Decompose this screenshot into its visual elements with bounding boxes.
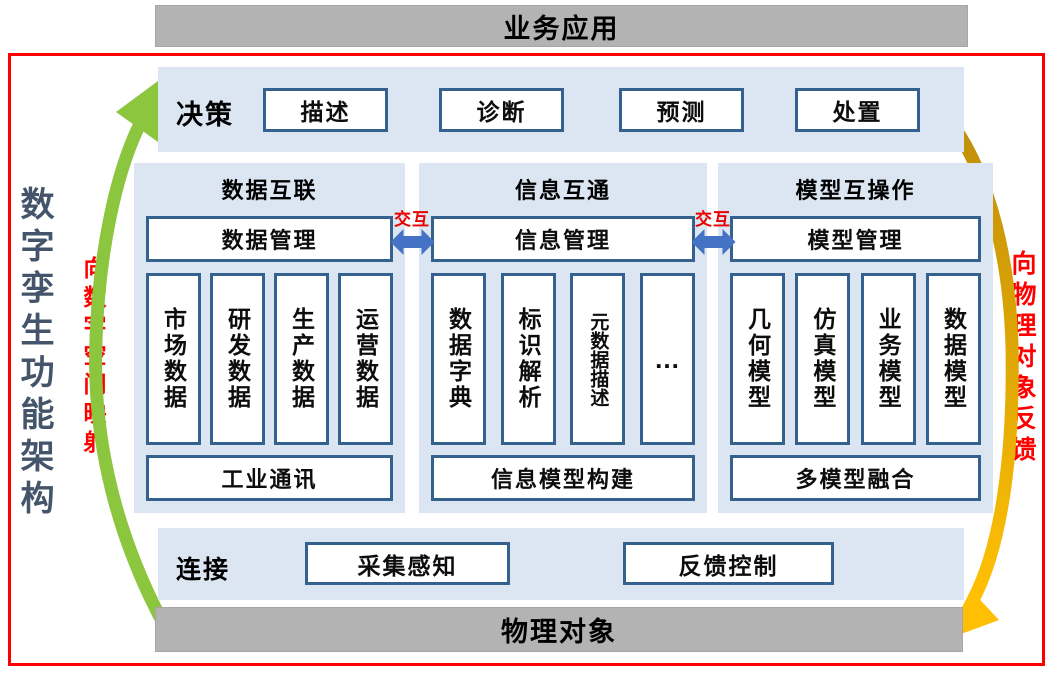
industrial-communication-box: 工业通讯 — [146, 455, 393, 501]
decision-item-diagnose: 诊断 — [439, 88, 564, 132]
connection-label: 连接 — [176, 556, 231, 584]
data-interconnection-column: 数据互联 数据管理 市场数据 研发数据 生产数据 运营数据 工业通讯 — [134, 163, 405, 513]
geometric-model-box: 几何模型 — [730, 273, 785, 445]
identifier-resolution-box: 标识解析 — [500, 273, 556, 445]
data-model-box: 数据模型 — [925, 273, 981, 445]
interaction-label-2: 交互 — [695, 210, 731, 229]
business-model-box: 业务模型 — [860, 273, 916, 445]
data-dictionary-box: 数据字典 — [431, 273, 486, 445]
physical-object-bar: 物理对象 — [155, 607, 963, 652]
information-items-row: 数据字典 标识解析 元数据描述 ... — [431, 273, 695, 445]
double-arrow-icon-2 — [691, 229, 736, 255]
column-title: 信息互通 — [514, 178, 611, 203]
data-items-row: 市场数据 研发数据 生产数据 运营数据 — [146, 273, 393, 445]
model-items-row: 几何模型 仿真模型 业务模型 数据模型 — [730, 273, 981, 445]
business-application-bar: 业务应用 — [155, 5, 968, 47]
to-physical-object-label: 向物理对象反馈 — [1008, 250, 1036, 467]
architecture-frame — [8, 53, 1045, 666]
production-data-box: 生产数据 — [274, 273, 329, 445]
metadata-description-box: 元数据描述 — [570, 273, 626, 445]
rd-data-box: 研发数据 — [210, 273, 265, 445]
connection-panel: 连接 采集感知 反馈控制 — [158, 528, 964, 600]
market-data-box: 市场数据 — [146, 273, 201, 445]
decision-item-describe: 描述 — [263, 88, 388, 132]
column-title: 模型互操作 — [795, 178, 916, 203]
operation-data-box: 运营数据 — [338, 273, 393, 445]
information-intercommunication-column: 信息互通 信息管理 数据字典 标识解析 元数据描述 ... 信息模型构建 — [419, 163, 707, 513]
decision-panel: 决策 描述 诊断 预测 处置 — [158, 67, 964, 152]
double-arrow-icon-1 — [390, 229, 435, 255]
model-interoperability-column: 模型互操作 模型管理 几何模型 仿真模型 业务模型 数据模型 多模型融合 — [718, 163, 993, 513]
diagram-title: 数字孪生功能架构 — [15, 186, 53, 522]
to-digital-space-label: 向数字空间映射 — [80, 256, 106, 459]
acquisition-perception-box: 采集感知 — [305, 542, 510, 585]
information-management-box: 信息管理 — [431, 216, 695, 262]
simulation-model-box: 仿真模型 — [795, 273, 851, 445]
ellipsis-box: ... — [639, 273, 695, 445]
decision-item-predict: 预测 — [619, 88, 744, 132]
multi-model-fusion-box: 多模型融合 — [730, 455, 981, 501]
column-title: 数据互联 — [221, 178, 318, 203]
decision-item-dispose: 处置 — [795, 88, 920, 132]
interaction-label-1: 交互 — [394, 210, 430, 229]
feedback-control-box: 反馈控制 — [623, 542, 834, 585]
data-management-box: 数据管理 — [146, 216, 393, 262]
information-model-construction-box: 信息模型构建 — [431, 455, 695, 501]
decision-label: 决策 — [176, 100, 234, 130]
model-management-box: 模型管理 — [730, 216, 981, 262]
